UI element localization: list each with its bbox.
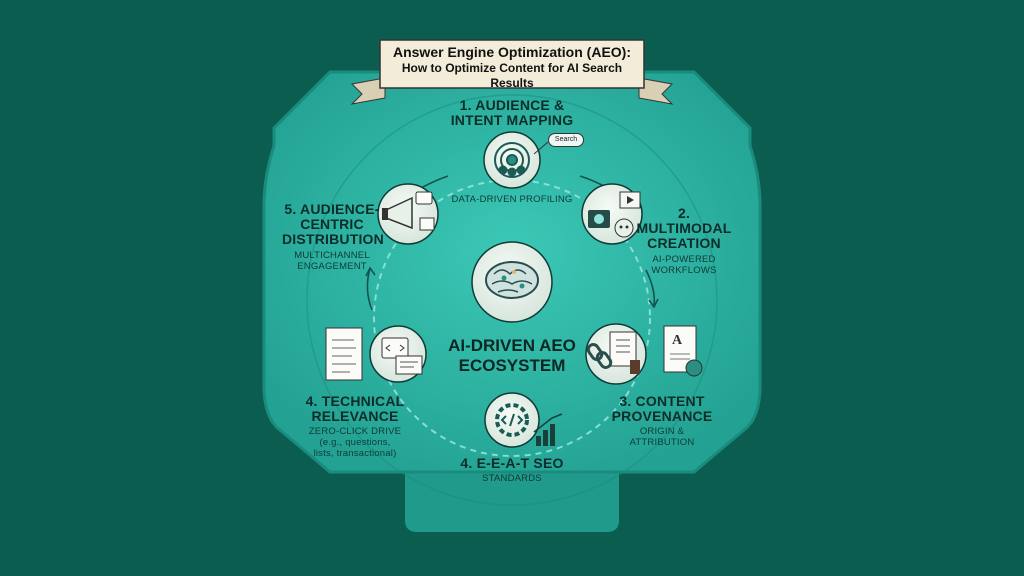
badge-step1 [483, 131, 549, 189]
center-badge [471, 241, 553, 323]
badge-step4-technical [369, 325, 427, 383]
search-tag: Search [548, 133, 584, 147]
step2-label: 2. MULTIMODAL CREATION [636, 205, 732, 251]
title-banner-text: Answer Engine Optimization (AEO): How to… [392, 44, 632, 91]
camera-video-icon [588, 191, 641, 238]
step4-technical-label: 4. TECHNICAL RELEVANCE [305, 393, 405, 424]
main-title: Answer Engine Optimization (AEO): [392, 44, 631, 60]
sub-title: How to Optimize Content for AI Search Re… [401, 61, 623, 90]
code-window-icon [381, 337, 423, 375]
step4-eeat-label: 4. E-E-A-T SEO [460, 455, 564, 471]
step5-label: 5. AUDIENCE- CENTRIC DISTRIBUTION [282, 201, 384, 247]
code-document-icon [325, 327, 363, 381]
code-gear-icon [495, 403, 529, 437]
panel-bottom-tab [405, 470, 619, 532]
badge-step4-eeat [484, 392, 540, 448]
step4-technical-subtitle: ZERO-CLICK DRIVE (e.g., questions, lists… [308, 426, 402, 459]
megaphone-icon [382, 191, 435, 231]
badge-step3 [585, 323, 647, 385]
badge-step2 [581, 183, 643, 245]
step2-subtitle: AI-POWERED WORKFLOWS [651, 254, 717, 276]
bar-chart-icon [533, 413, 563, 446]
brain-icon [485, 261, 539, 299]
svg-text:A: A [672, 333, 683, 348]
step3-subtitle: ORIGIN & ATTRIBUTION [629, 426, 695, 448]
step1-subtitle: DATA-DRIVEN PROFILING [451, 194, 573, 205]
chain-document-icon [586, 331, 640, 374]
badge-step5 [377, 183, 439, 245]
certificate-icon: A [663, 325, 703, 377]
title-banner [350, 39, 674, 105]
outer-ring [306, 94, 718, 506]
step5-subtitle: MULTICHANNEL ENGAGEMENT [294, 250, 370, 272]
center-title: AI-DRIVEN AEO ECOSYSTEM [448, 336, 576, 375]
step1-label: 1. AUDIENCE & INTENT MAPPING [450, 97, 574, 128]
step4-eeat-subtitle: STANDARDS [482, 473, 542, 484]
step3-label: 3. CONTENT PROVENANCE [611, 393, 713, 424]
audience-target-icon [494, 142, 530, 178]
